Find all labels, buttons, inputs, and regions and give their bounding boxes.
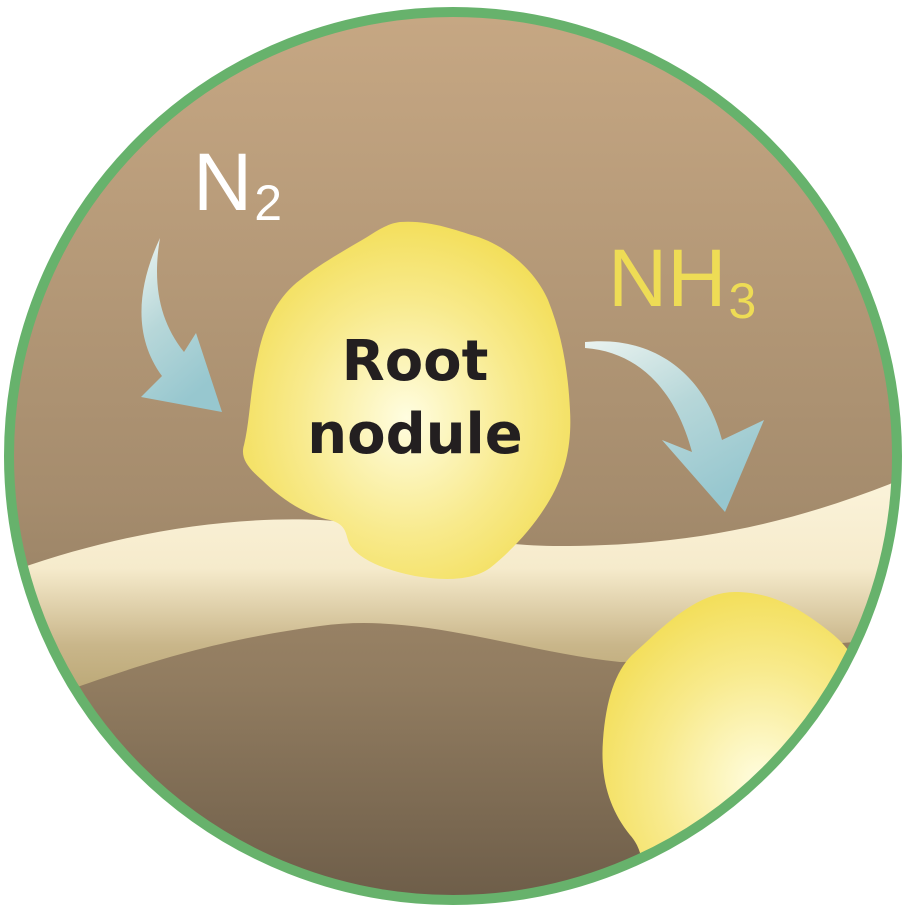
n2-label-subscript: 2 bbox=[254, 175, 282, 231]
n2-label-main: N bbox=[193, 137, 252, 228]
nh3-label-subscript: 3 bbox=[728, 273, 756, 329]
nh3-arrow-icon bbox=[585, 341, 764, 512]
ring-border bbox=[4, 7, 902, 905]
nh3-label: NH3 bbox=[608, 233, 756, 329]
root-nodule bbox=[242, 221, 571, 579]
nh3-label-main: NH bbox=[608, 233, 726, 324]
nodule-label-line1: Root bbox=[342, 329, 489, 394]
n2-arrow-icon bbox=[141, 238, 222, 412]
nodule-label-line2: nodule bbox=[307, 402, 522, 467]
n2-label: N2 bbox=[193, 137, 282, 231]
